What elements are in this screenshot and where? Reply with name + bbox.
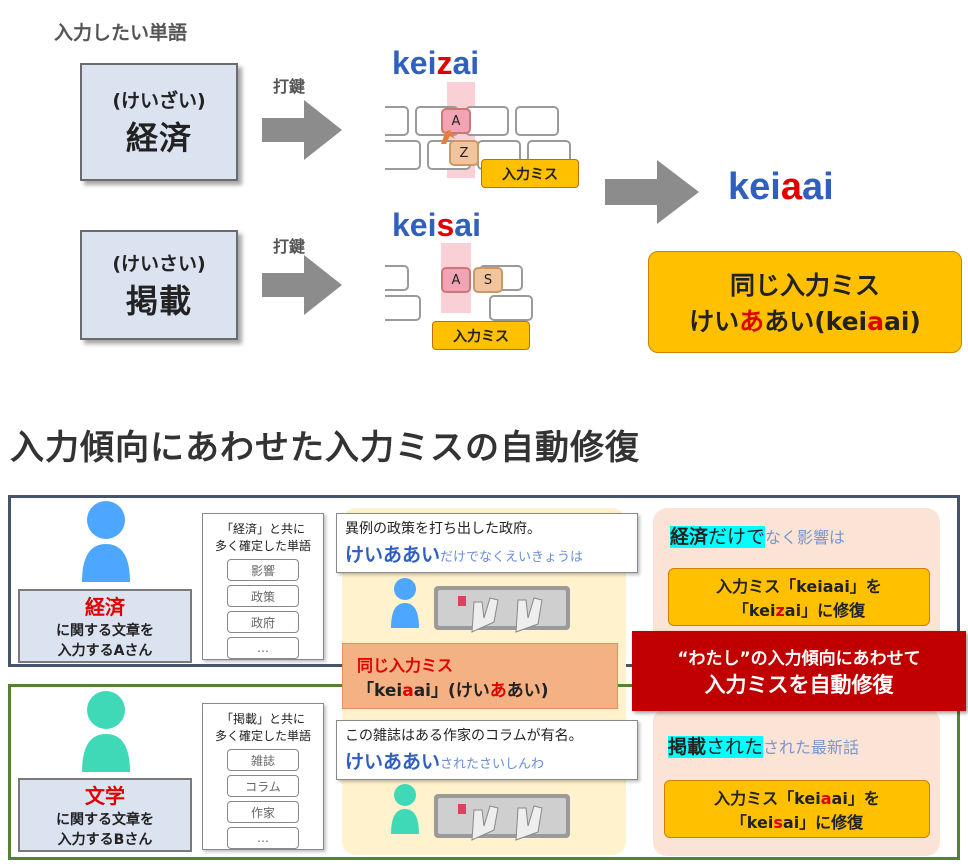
candidate-word: 雑誌: [227, 749, 299, 771]
person-icon: [82, 501, 130, 582]
candidate-word: …: [227, 827, 299, 849]
candidate-word: 政策: [227, 585, 299, 607]
keyboard-hands-icon: [434, 586, 570, 633]
section-title: 入力傾向にあわせた入力ミスの自動修復: [10, 428, 640, 468]
typed-word-keisai: keisai: [392, 207, 481, 243]
word-reading: (けいざい): [112, 89, 206, 112]
sentence-box-b: この雑誌はある作家のコラムが有名。 けいああいされたさいしんわ: [336, 720, 638, 780]
word-kanji: 掲載: [125, 281, 192, 320]
typed-word-keizai: keizai: [392, 45, 480, 81]
keyboard-keizai: A Z: [385, 82, 585, 178]
fix-box-b: 入力ミス「keiaai」を 「keisai」に修復: [664, 780, 930, 838]
keystroke-label: 打鍵: [273, 77, 306, 96]
person-icon: [82, 691, 130, 772]
word-reading: (けいさい): [112, 252, 206, 275]
word-box-keizai: (けいざい) 経済: [80, 63, 238, 181]
keyboard-keisai: A S: [385, 243, 535, 339]
fix-box-a: 入力ミス「keiaai」を 「keizai」に修復: [668, 568, 930, 626]
sentence-box-a: 異例の政策を打ち出した政府。 けいああいだけでなくえいきょうは: [336, 513, 638, 573]
arrow-right-icon: [262, 100, 342, 160]
input-words-heading: 入力したい単語: [54, 22, 188, 44]
person-b-card: 文学 に関する文章を 入力するBさん: [18, 778, 192, 852]
converted-output-b: 掲載されたされた最新話: [668, 736, 860, 758]
candidate-word: 政府: [227, 611, 299, 633]
person-a-card: 経済 に関する文章を 入力するAさん: [18, 589, 192, 663]
input-miss-label: 入力ミス: [432, 321, 530, 350]
candidate-word: 影響: [227, 559, 299, 581]
arrow-right-icon: [262, 255, 342, 315]
auto-fix-banner: “わたし”の入力傾向にあわせて 入力ミスを自動修復: [632, 631, 966, 711]
candidate-word: …: [227, 637, 299, 659]
word-kanji: 経済: [125, 118, 192, 157]
word-box-keisai: (けいさい) 掲載: [80, 230, 238, 340]
person-icon: [391, 784, 419, 834]
keystroke-label: 打鍵: [273, 237, 306, 256]
input-miss-label: 入力ミス: [481, 159, 579, 188]
same-miss-center-box: 同じ入力ミス 「keiaai」(けいああい): [342, 643, 618, 709]
candidate-list-b: 「掲載」と共に 多く確定した単語 雑誌 コラム 作家 …: [202, 703, 324, 850]
same-miss-result-box: 同じ入力ミス けいああい(keiaai): [648, 251, 962, 353]
candidate-word: コラム: [227, 775, 299, 797]
candidate-word: 作家: [227, 801, 299, 823]
result-typed-keiaai: keiaai: [728, 166, 834, 208]
candidate-list-a: 「経済」と共に 多く確定した単語 影響 政策 政府 …: [202, 513, 324, 660]
converted-output-a: 経済だけでなく影響は: [670, 526, 846, 548]
person-icon: [391, 578, 419, 628]
arrow-right-icon: [605, 160, 699, 224]
keyboard-hands-icon: [434, 794, 570, 841]
